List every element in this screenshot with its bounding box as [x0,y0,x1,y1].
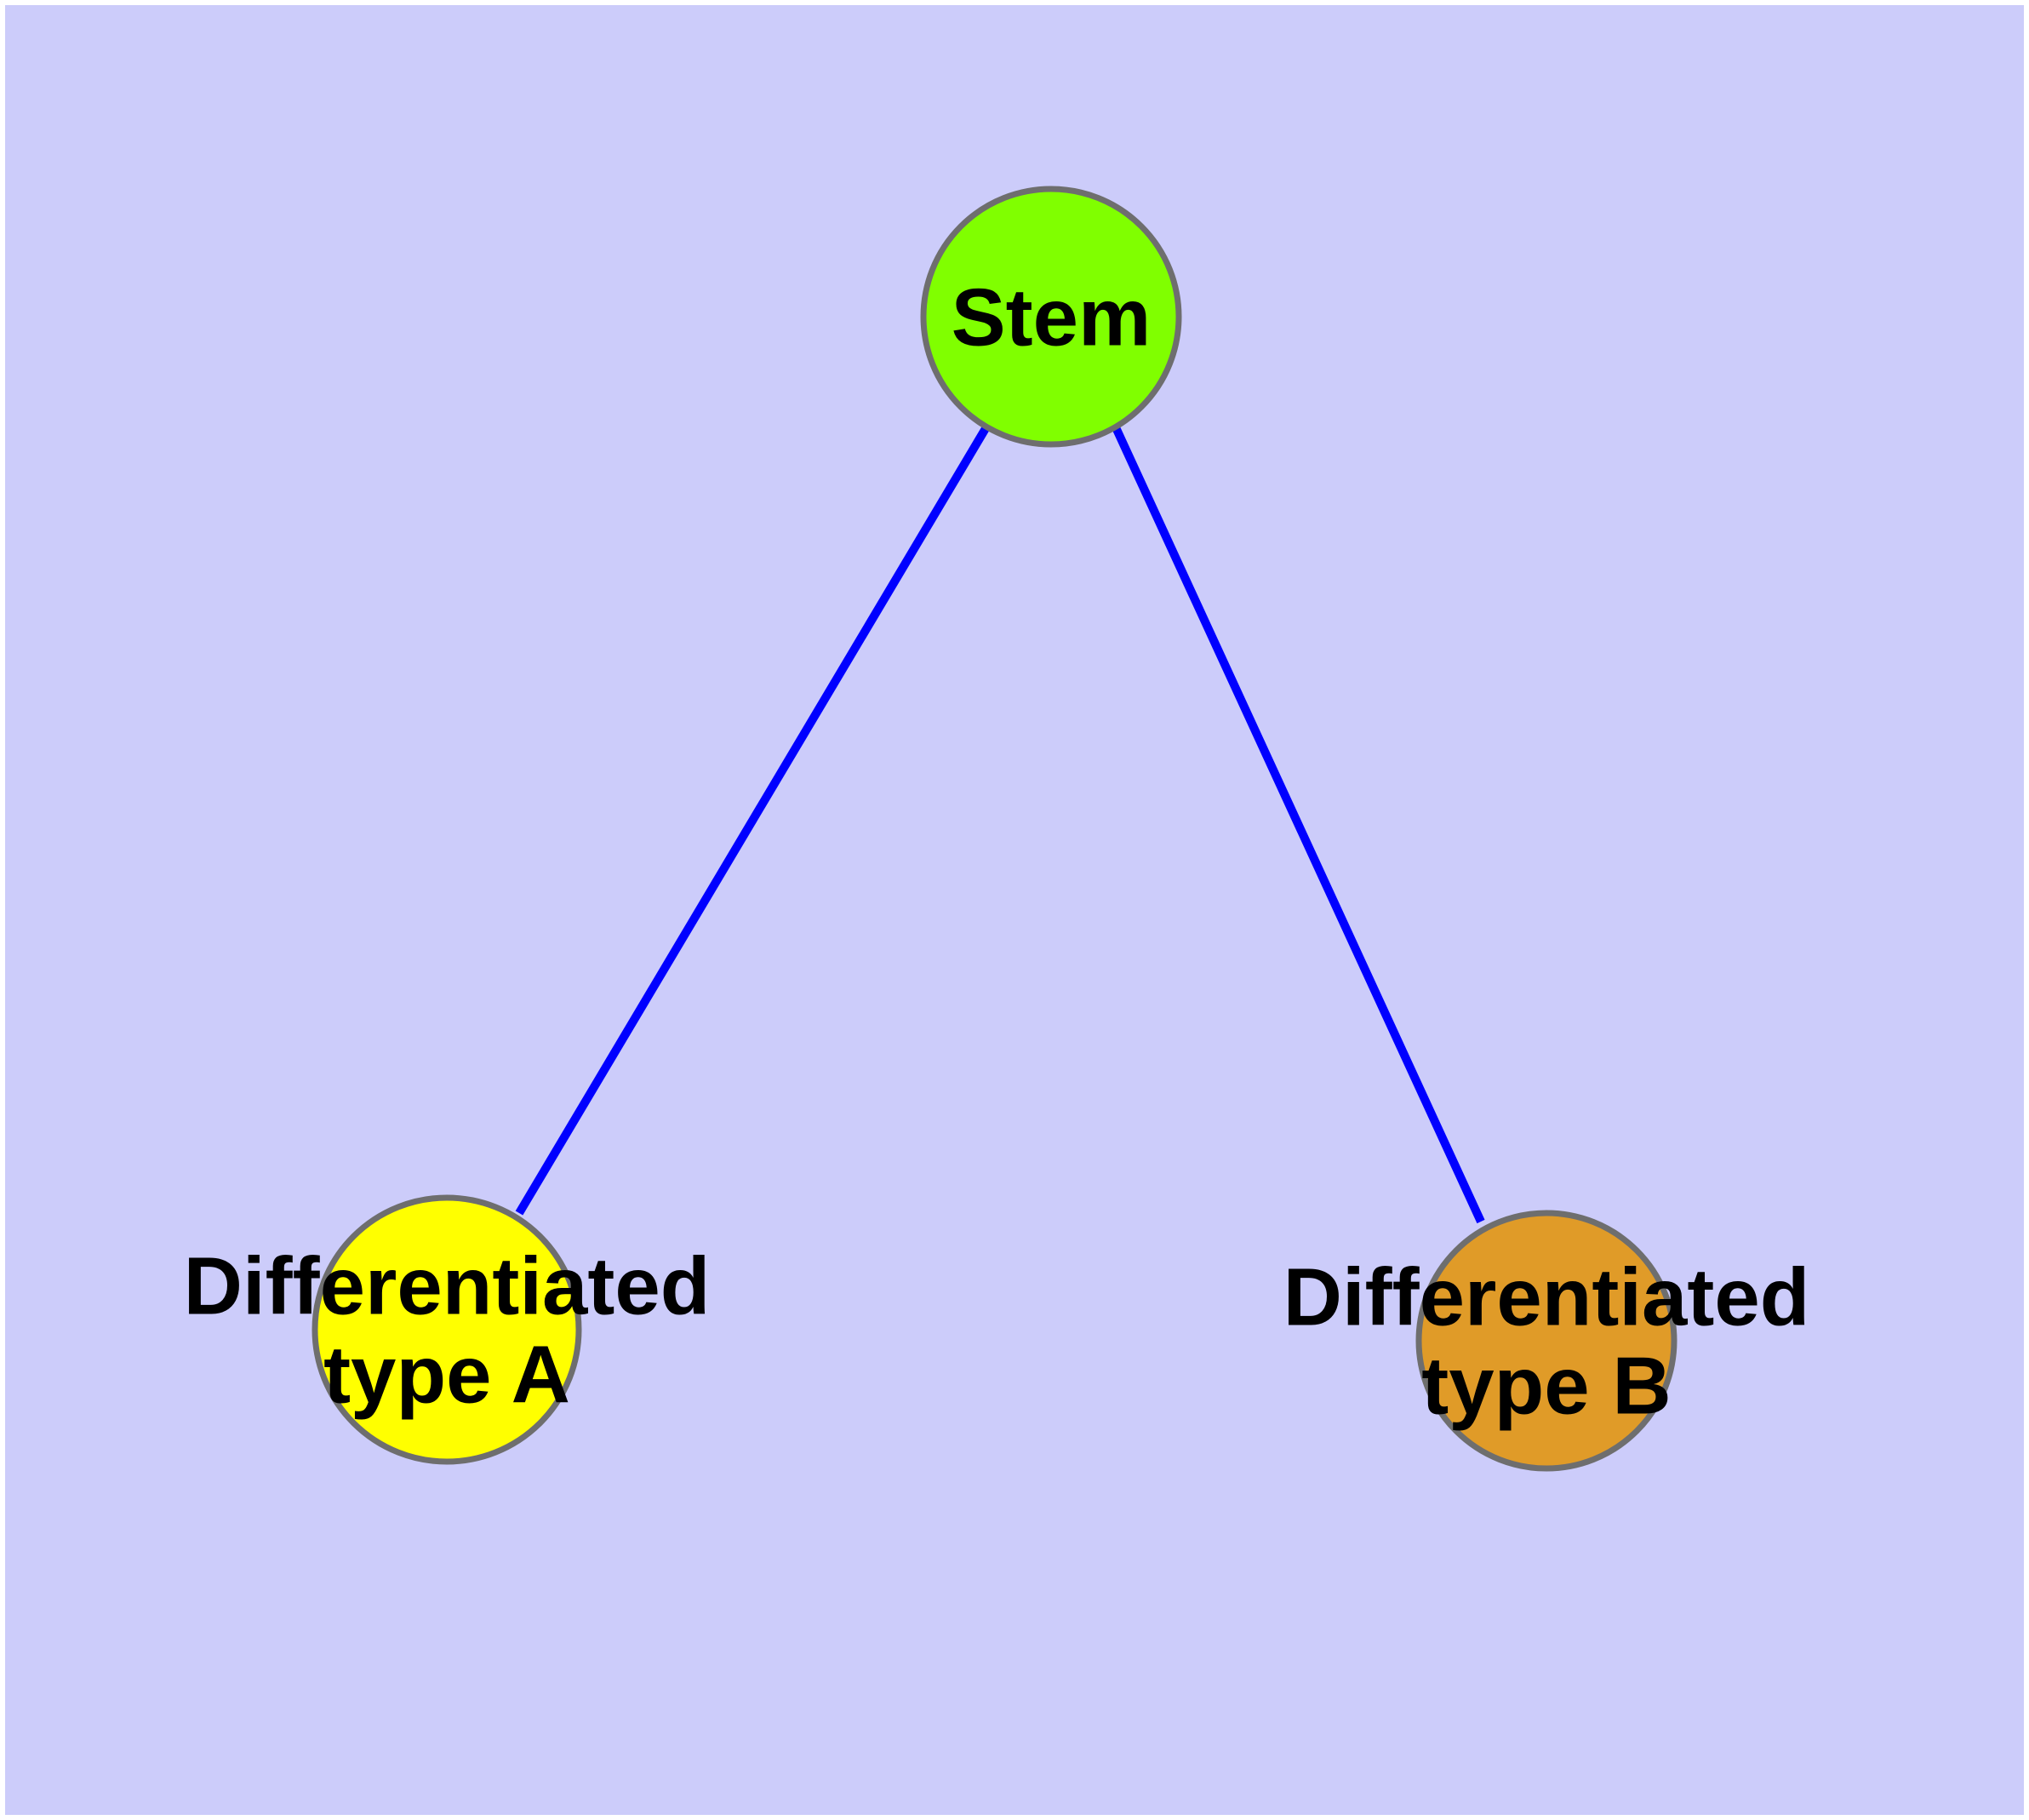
graph-node-diff-b[interactable] [1415,1210,1677,1472]
label-line: type A [323,1330,570,1421]
edge-layer [515,423,1485,1224]
graph-edge-stem-to-diff-a [515,423,992,1216]
graph-node-diff-a[interactable] [311,1194,582,1465]
graph-edge-stem-to-diff-b [1111,423,1485,1224]
graph-node-label-stem: Stem [952,272,1152,363]
label-line: Differentiated [1283,1252,1810,1343]
label-line: type B [1421,1341,1671,1432]
node-layer [311,186,1677,1472]
label-line: Differentiated [184,1241,711,1332]
graph-node-stem[interactable] [920,186,1182,448]
label-line: Stem [952,272,1152,363]
